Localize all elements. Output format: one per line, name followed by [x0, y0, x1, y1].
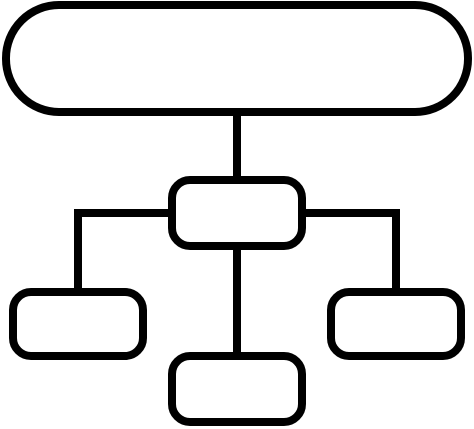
right-child-node: [327, 288, 465, 360]
connector-middle-to-left: [74, 209, 172, 292]
middle-node: [168, 176, 306, 250]
connector-middle-to-right: [302, 209, 400, 292]
left-child-node: [9, 288, 147, 360]
bottom-child-node: [168, 352, 306, 426]
root-node: [2, 1, 472, 116]
